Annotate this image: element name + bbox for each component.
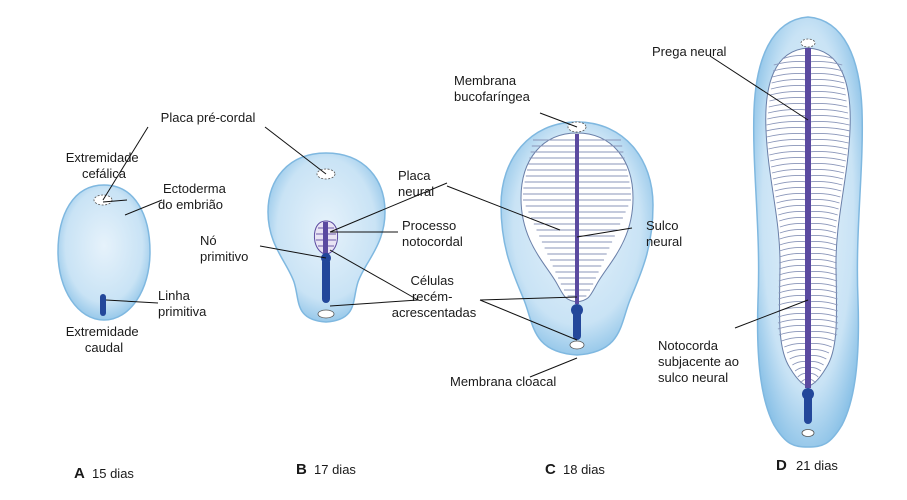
embryo-c-primitive-streak	[573, 310, 581, 340]
embryo-a-disc	[57, 184, 151, 321]
embryo-c-neural-groove	[575, 134, 579, 304]
label-extremidade-cefalica: Extremidade cefálica	[66, 150, 143, 181]
stage-c-days: 18 dias	[563, 462, 605, 477]
embryo-c	[500, 121, 654, 356]
embryo-b-primitive-streak	[322, 258, 330, 303]
label-sulco-neural: Sulco neural	[646, 218, 682, 249]
embryo-d-primitive-streak	[804, 394, 812, 424]
label-no-primitivo: Nó primitivo	[200, 233, 248, 264]
label-placa-precordal: Placa pré-cordal	[161, 110, 256, 125]
stage-a-letter: A	[74, 465, 85, 482]
label-membrana-cloacal: Membrana cloacal	[450, 374, 556, 389]
labels: Placa pré-cordal Extremidade cefálica Ec…	[66, 44, 743, 389]
label-processo-notocordal: Processo notocordal	[402, 218, 463, 249]
embryo-c-cloacal-membrane	[569, 340, 585, 350]
embryo-d-buccopharyngeal-membrane	[800, 38, 816, 48]
embryo-d-cloacal-membrane	[801, 429, 815, 437]
stage-b-letter: B	[296, 461, 307, 478]
label-membrana-bucofaringea: Membrana bucofaríngea	[454, 73, 531, 104]
stage-a-days: 15 dias	[92, 466, 134, 481]
embryo-d	[752, 16, 864, 448]
label-prega-neural: Prega neural	[652, 44, 727, 59]
label-extremidade-caudal: Extremidade caudal	[66, 324, 143, 355]
leader-lines	[102, 55, 809, 378]
label-placa-neural: Placa neural	[398, 168, 434, 199]
embryo-b-notochordal-process	[323, 222, 328, 254]
embryo-a-primitive-streak	[100, 294, 106, 316]
stage-captions: A 15 dias B 17 dias C 18 dias D 21 dias	[74, 457, 838, 482]
stage-c-letter: C	[545, 461, 556, 478]
embryo-a	[57, 184, 151, 321]
stage-d-days: 21 dias	[796, 458, 838, 473]
label-notocorda: Notocorda subjacente ao sulco neural	[658, 338, 743, 385]
label-linha-primitiva: Linha primitiva	[158, 288, 207, 319]
label-celulas: Células recém- acrescentadas	[392, 273, 477, 320]
label-ectoderma: Ectoderma do embrião	[158, 181, 230, 212]
stage-b-days: 17 dias	[314, 462, 356, 477]
stage-d-letter: D	[776, 457, 787, 474]
embryo-b	[267, 152, 386, 323]
embryo-b-cloacal-membrane	[317, 309, 335, 319]
embryo-d-neural-groove	[805, 48, 811, 388]
